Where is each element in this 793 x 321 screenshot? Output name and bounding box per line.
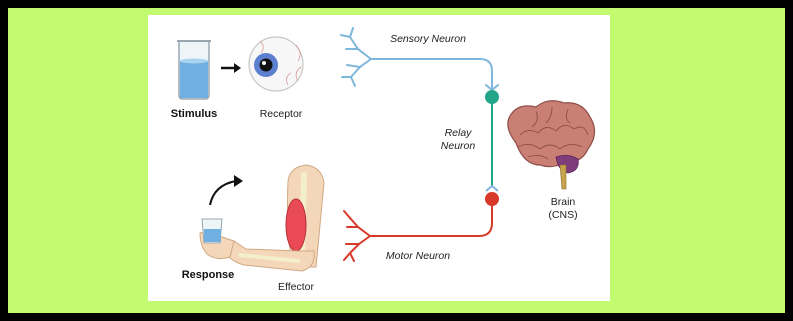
relay-neuron-label-line2: Neuron bbox=[441, 140, 476, 152]
response-label: Response bbox=[182, 269, 235, 281]
beaker-icon bbox=[177, 41, 211, 99]
curved-arrow-icon bbox=[210, 175, 243, 205]
brain-label-line1: Brain bbox=[551, 196, 576, 208]
eye-icon bbox=[249, 37, 303, 91]
relay-neuron-label-line1: Relay bbox=[445, 127, 473, 139]
motor-neuron-label: Motor Neuron bbox=[386, 250, 450, 262]
stimulus-label: Stimulus bbox=[171, 108, 217, 120]
arrow-right-icon bbox=[221, 63, 241, 73]
diagram-panel: Stimulus Receptor Sensory Neuron Relay N… bbox=[148, 15, 610, 301]
brain-label-line2: (CNS) bbox=[548, 209, 577, 221]
reflex-arc-diagram: Stimulus Receptor Sensory Neuron Relay N… bbox=[148, 15, 610, 301]
arm-icon bbox=[200, 165, 324, 271]
effector-label: Effector bbox=[278, 281, 314, 293]
brain-icon bbox=[508, 101, 595, 189]
receptor-label: Receptor bbox=[260, 108, 303, 120]
motor-neuron-cell-body bbox=[485, 192, 499, 206]
relay-neuron bbox=[485, 90, 499, 191]
sensory-neuron-label: Sensory Neuron bbox=[390, 33, 466, 45]
